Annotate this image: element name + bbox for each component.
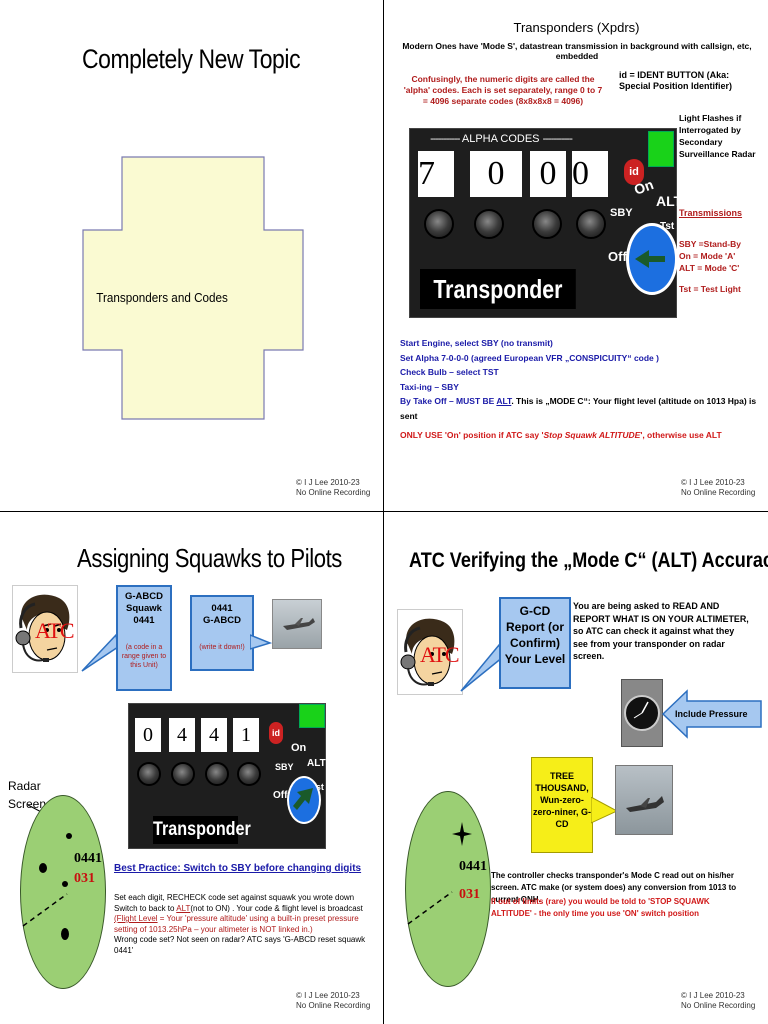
slide-2-subtitle: Modern Ones have 'Mode S', datastrean tr…: [402, 41, 752, 61]
slide-4-title: ATC Verifying the „Mode C“ (ALT) Accurac…: [409, 549, 768, 572]
alpha-knob-1[interactable]: [424, 209, 454, 239]
alpha-knob-2[interactable]: [474, 209, 504, 239]
mode-alt-label: ALT: [307, 758, 326, 769]
mode-on-label: On: [291, 742, 307, 754]
atc-red-label: ATC: [420, 642, 460, 667]
ident-button[interactable]: id: [624, 159, 644, 185]
slide-3-body: Set each digit, RECHECK code set against…: [114, 893, 366, 955]
squawk-knob-2[interactable]: [171, 762, 195, 786]
include-pressure-label: Include Pressure: [675, 709, 748, 719]
mode-tst-label: Tst: [660, 221, 675, 232]
ident-button[interactable]: id: [269, 722, 283, 744]
transmissions-list: SBY =Stand-By On = Mode 'A' ALT = Mode '…: [679, 239, 741, 294]
alpha-digit-1[interactable]: 7: [418, 151, 454, 197]
mode-sby-label: SBY: [610, 207, 633, 219]
slide-2: Transponders (Xpdrs) Modern Ones have 'M…: [385, 0, 768, 511]
alpha-knob-4[interactable]: [576, 209, 606, 239]
slide-1-title: Completely New Topic: [82, 44, 301, 74]
radar-flight-level: 031: [459, 887, 480, 902]
step-1: Start Engine, select SBY (no transmit): [400, 338, 553, 348]
radar-screen: [405, 791, 491, 987]
transponder-name: Transponder: [420, 269, 576, 309]
steps-list: Start Engine, select SBY (no transmit) S…: [400, 336, 760, 424]
atc-squawk-bubble: G-ABCD Squawk 0441 (a code in a range gi…: [116, 585, 172, 691]
squawk-digit-2[interactable]: 4: [169, 718, 195, 752]
mode-alt-label: ALT: [656, 193, 683, 209]
slide-2-title: Transponders (Xpdrs): [513, 20, 640, 35]
controller-face-icon: [15, 594, 70, 662]
squawk-knob-4[interactable]: [237, 762, 261, 786]
transponder-name: Transponder: [153, 816, 251, 844]
reply-light: [299, 704, 325, 728]
read-report-text: You are being asked to READ AND REPORT W…: [573, 601, 749, 662]
aircraft-photo: [272, 599, 322, 649]
squawk-digit-3[interactable]: 4: [201, 718, 227, 752]
mode-off-label: Off: [273, 790, 288, 801]
copyright: © I J Lee 2010-23 No Online Recording: [681, 478, 756, 497]
bubble-1-tail: [81, 633, 119, 672]
cross-shape: [82, 156, 304, 420]
pilot-reply-callout: TREE THOUSAND, Wun-zero-zero-niner, G-CD: [531, 757, 593, 853]
step-2: Set Alpha 7-0-0-0 (agreed European VFR „…: [400, 352, 659, 363]
altimeter-photo: [621, 679, 663, 747]
atc-red-label: ATC: [35, 618, 75, 643]
radar-flight-level: 031: [74, 871, 95, 886]
copyright: © I J Lee 2010-23 No Online Recording: [296, 478, 371, 497]
squawk-digit-1[interactable]: 0: [135, 718, 161, 752]
mode-selector-knob[interactable]: [626, 223, 678, 295]
aircraft-photo: [615, 765, 673, 835]
cross-label: Transponders and Codes: [96, 290, 228, 305]
alpha-knob-3[interactable]: [532, 209, 562, 239]
radar-code: 0441: [459, 859, 487, 874]
selector-pointer-icon: [635, 250, 665, 268]
only-use-note: ONLY USE 'On' position if ATC say 'Stop …: [400, 430, 722, 440]
bubble-2-tail: [250, 634, 272, 650]
light-note: Light Flashes if Interrogated by Seconda…: [679, 113, 756, 159]
alpha-digit-3[interactable]: 0: [530, 151, 566, 197]
report-level-bubble: G-CD Report (or Confirm) Your Level: [499, 597, 571, 689]
alpha-note: Confusingly, the numeric digits are call…: [403, 74, 603, 106]
include-pressure-arrow: [661, 689, 762, 739]
squawk-knob-3[interactable]: [205, 762, 229, 786]
step-takeoff: By Take Off – MUST BE ALT. This is „MODE…: [400, 396, 757, 421]
out-of-limits-text: If out of limits (rare) you would be tol…: [491, 896, 710, 918]
radar-label: Radar Screen: [8, 779, 47, 811]
alpha-digit-4[interactable]: 0: [572, 151, 608, 197]
radar-screen: [20, 795, 106, 989]
atc-controller-image: ATC: [12, 585, 78, 673]
radar-blips-icon: [407, 822, 472, 925]
altimeter-icon: [624, 695, 660, 731]
alpha-codes-label: ----------- ALPHA CODES -----------: [430, 133, 573, 145]
best-practice-heading: Best Practice: Switch to SBY before chan…: [114, 863, 362, 874]
mode-off-label: Off: [608, 249, 627, 264]
radar-blips-icon: [22, 833, 72, 940]
copyright: © I J Lee 2010-23 No Online Recording: [681, 991, 756, 1010]
transmissions-head: Transmissions: [679, 208, 743, 218]
squawk-knob-1[interactable]: [137, 762, 161, 786]
transponder-panel: 0 4 4 1 id On SBY ALT Off Tst Transponde…: [128, 703, 326, 849]
aircraft-icon: [626, 796, 664, 812]
alpha-digit-2[interactable]: 0: [470, 151, 522, 197]
reply-light: [648, 131, 674, 167]
controller-face-icon: [400, 618, 455, 686]
step-3: Check Bulb – select TST: [400, 367, 499, 378]
copyright: © I J Lee 2010-23 No Online Recording: [296, 991, 371, 1010]
ident-note: id = IDENT BUTTON (Aka: Special Position…: [619, 70, 733, 91]
radar-code: 0441: [74, 851, 102, 866]
slide-4: ATC Verifying the „Mode C“ (ALT) Accurac…: [385, 513, 768, 1024]
selector-pointer-icon: [293, 788, 313, 810]
mode-selector-knob[interactable]: [287, 776, 321, 824]
transponder-panel: ----------- ALPHA CODES ----------- 7 0 …: [409, 128, 682, 318]
atc-controller-image: ATC: [397, 609, 463, 695]
slide-1: Completely New Topic Transponders and Co…: [0, 0, 383, 511]
pilot-readback-bubble: 0441 G-ABCD (write it down!): [190, 595, 254, 671]
slide-3-title: Assigning Squawks to Pilots: [77, 543, 342, 573]
squawk-digit-4[interactable]: 1: [233, 718, 259, 752]
controller-checks-text: The controller checks transponder's Mode…: [491, 870, 737, 904]
callout-tail: [591, 797, 619, 824]
step-4: Taxi-ing – SBY: [400, 381, 459, 392]
mode-sby-label: SBY: [275, 762, 294, 772]
aircraft-icon: [283, 618, 315, 630]
slide-3: Assigning Squawks to Pilots ATC G-ABCD S…: [0, 513, 383, 1024]
